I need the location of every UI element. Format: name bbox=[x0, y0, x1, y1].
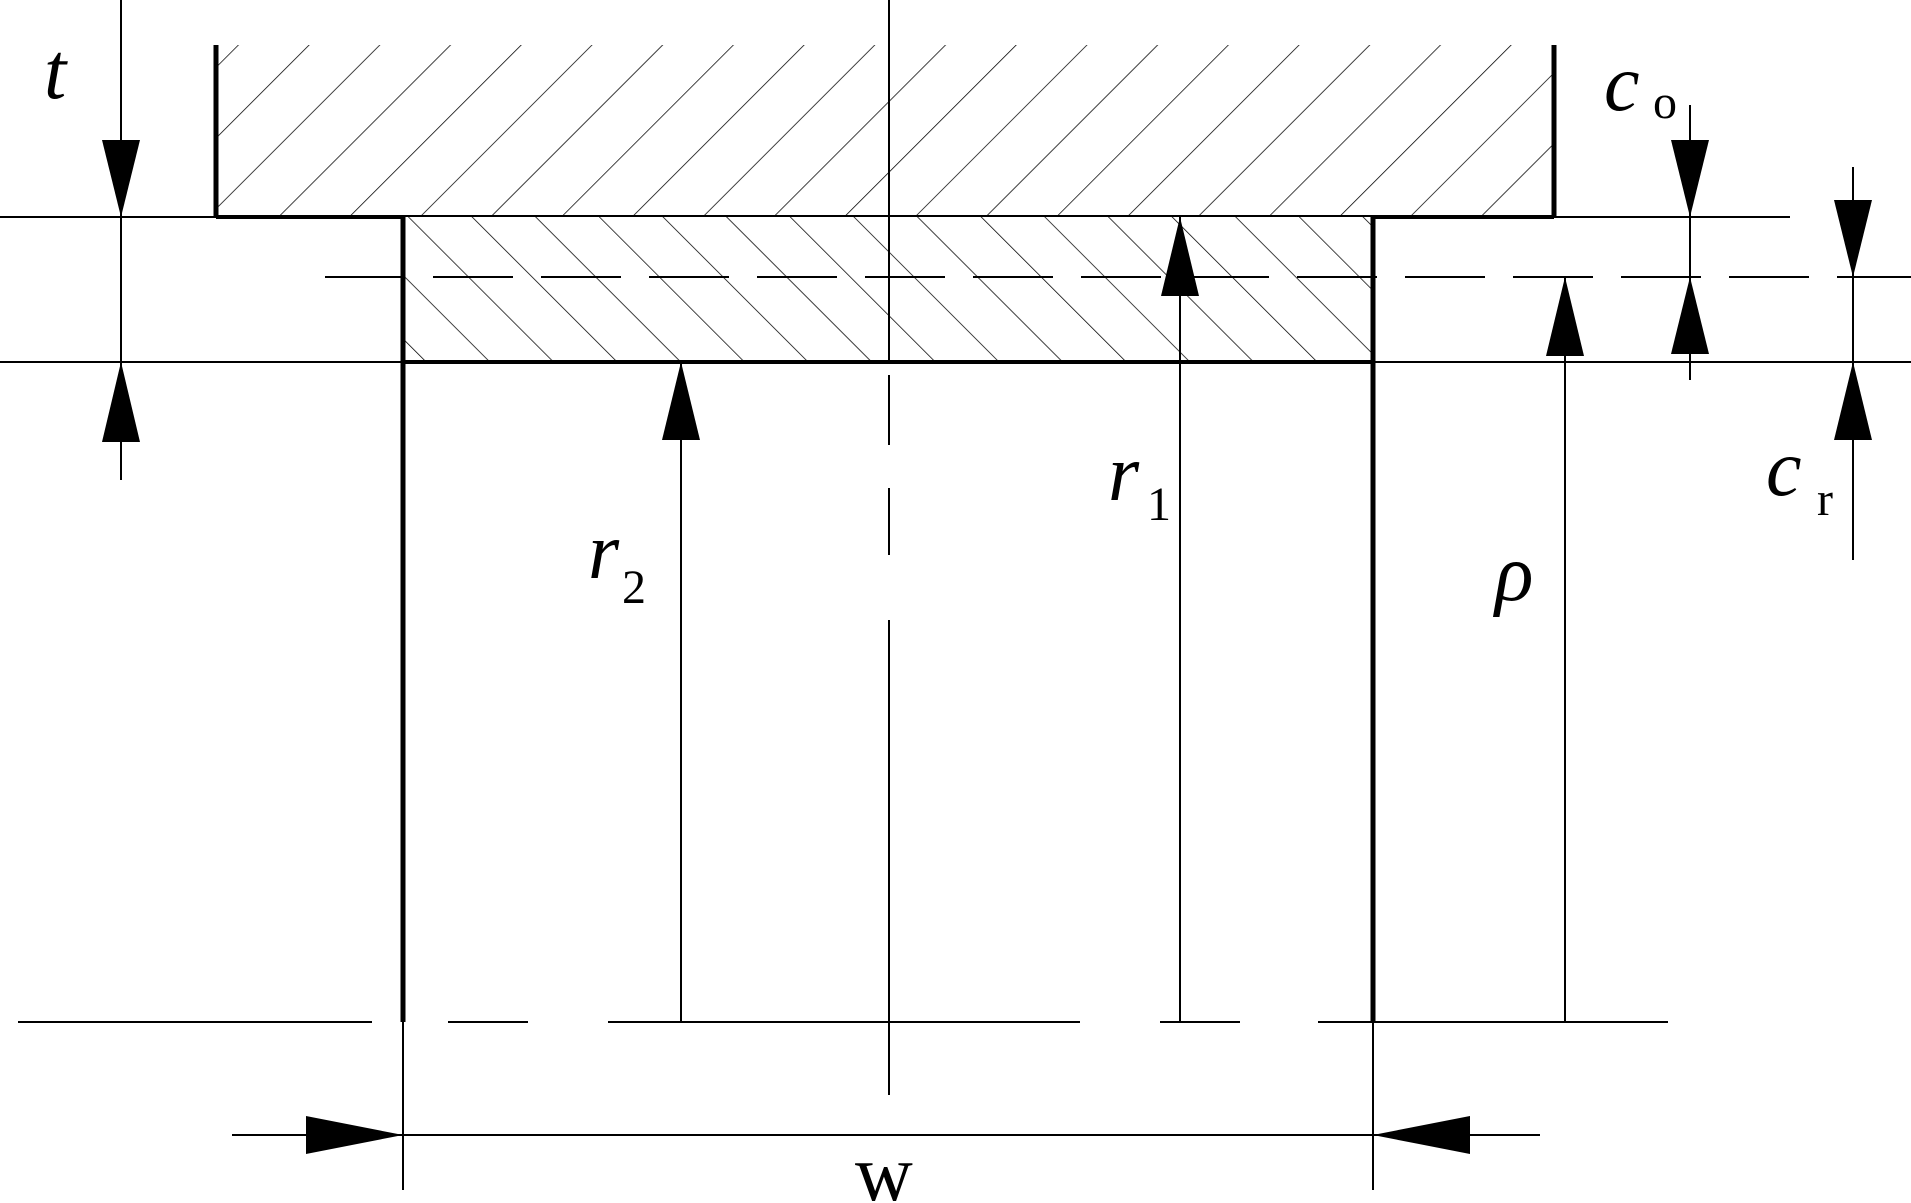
dimension-c-o bbox=[1671, 105, 1709, 380]
label-c-r: c bbox=[1766, 425, 1802, 513]
label-r1: r bbox=[1108, 430, 1140, 518]
label-r2-subscript: 2 bbox=[622, 561, 646, 614]
label-r2: r bbox=[588, 508, 620, 596]
label-c-o-subscript: o bbox=[1653, 76, 1677, 129]
dimension-c-r bbox=[1834, 167, 1872, 560]
label-c-o: c bbox=[1604, 40, 1640, 128]
dimension-r2 bbox=[662, 362, 700, 1022]
side-walls bbox=[400, 217, 1376, 1190]
dimension-r1 bbox=[1161, 217, 1199, 1022]
label-t: t bbox=[44, 28, 68, 116]
reference-lines bbox=[0, 216, 1911, 363]
outer-plate bbox=[213, 45, 1557, 219]
label-w: w bbox=[855, 1130, 913, 1203]
dimension-t bbox=[102, 0, 140, 480]
dimension-rho bbox=[1546, 277, 1584, 1022]
label-c-r-subscript: r bbox=[1817, 473, 1833, 526]
label-r1-subscript: 1 bbox=[1147, 478, 1171, 531]
dimension-w bbox=[232, 1116, 1540, 1154]
label-rho: ρ bbox=[1492, 530, 1533, 618]
